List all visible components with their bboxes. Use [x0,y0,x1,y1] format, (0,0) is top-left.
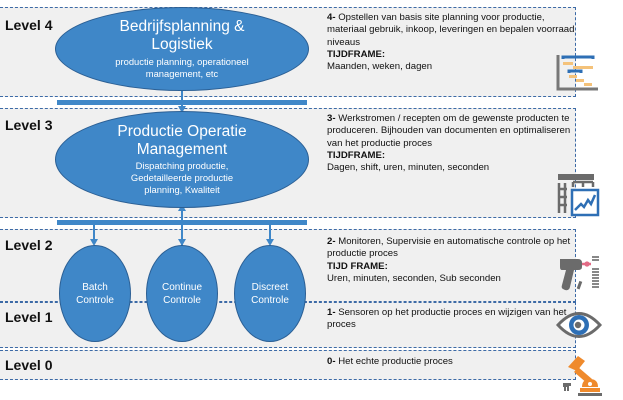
barcode-scanner-icon [560,256,599,291]
connector-line-3-2 [181,208,183,248]
connector-line-discreet [269,222,271,244]
level-0-description: 0- Het echte productie proces [327,356,577,368]
control-line1: Batch [82,281,108,293]
level-1-description: 1- Sensoren op het productie proces en w… [327,307,577,332]
arrowhead-down-3 [178,106,186,113]
desc-number: 0- [327,356,336,367]
connector-line-batch [93,222,95,244]
gantt-chart-icon [556,55,598,91]
ellipse-title: Bedrijfsplanning & Logistiek [119,18,245,53]
desc-text: Sensoren op het productie proces en wijz… [327,307,567,331]
desc-number: 2- [327,236,336,247]
level-1-label: Level 1 [5,309,53,325]
level-3-description: 3- Werkstromen / recepten om de gewenste… [327,113,577,174]
ellipse-subtitle: productie planning, operationeel managem… [115,56,249,79]
control-line2: Controle [76,294,114,306]
desc-text: Werkstromen / recepten om de gewenste pr… [327,113,571,149]
desc-text: Opstellen van basis site planning voor p… [327,12,575,48]
spreadsheet-chart-icon [557,174,600,217]
timeframe-value: Maanden, weken, dagen [327,61,433,73]
desc-number: 3- [327,113,336,124]
control-line1: Continue [161,281,203,293]
control-line2: Controle [163,294,201,306]
ellipse-title: Productie Operatie Management [117,123,247,158]
arrowhead-down-discreet [266,239,274,246]
control-line2: Controle [251,294,289,306]
connector-line-4-3 [181,88,183,110]
desc-text: Monitoren, Supervisie en automatische co… [327,236,571,260]
robot-arm-icon [563,356,602,396]
eye-sensor-icon [556,312,602,338]
desc-number: 4- [327,12,336,23]
level-0-band [0,350,576,380]
ellipse-productie-operatie: Productie Operatie Management Dispatchin… [55,111,309,208]
ellipse-bedrijfsplanning: Bedrijfsplanning & Logistiek productie p… [55,7,309,91]
timeframe-value: Uren, minuten, seconden, Sub seconden [327,272,501,284]
ellipse-subtitle: Dispatching productie, Gedetailleerde pr… [130,160,234,195]
level-2-label: Level 2 [5,237,53,253]
timeframe-label: TIJD FRAME: [327,260,388,272]
level-4-label: Level 4 [5,17,53,33]
level-3-label: Level 3 [5,117,53,133]
level-0-label: Level 0 [5,357,53,373]
arrowhead-down-continue [178,239,186,246]
ellipse-batch-controle: Batch Controle [59,245,131,342]
arrowhead-down-batch [90,239,98,246]
timeframe-label: TIJDFRAME: [327,149,386,161]
ellipse-discreet-controle: Discreet Controle [234,245,306,342]
control-line1: Discreet [251,281,289,293]
ellipse-continue-controle: Continue Controle [146,245,218,342]
level-4-description: 4- Opstellen van basis site planning voo… [327,12,577,73]
desc-text: Het echte productie proces [335,356,453,367]
desc-number: 1- [327,307,336,318]
level-2-description: 2- Monitoren, Supervisie en automatische… [327,236,577,285]
timeframe-value: Dagen, shift, uren, minuten, seconden [327,162,490,174]
timeframe-label: TIJDFRAME: [327,48,386,60]
